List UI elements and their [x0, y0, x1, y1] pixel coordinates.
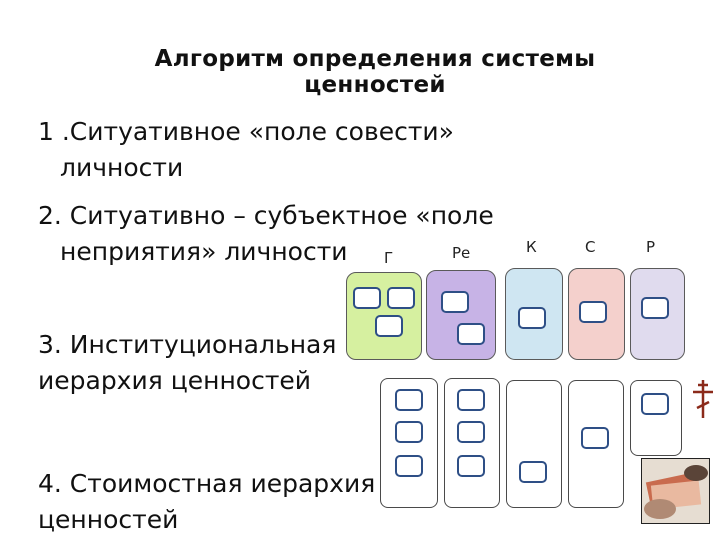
- value-cell: [395, 389, 423, 411]
- column-panel-r: [630, 268, 685, 360]
- list-item-3: 3. Институциональная иерархия ценностей: [38, 327, 336, 399]
- value-cell: [457, 421, 485, 443]
- list-item-1: 1 .Ситуативное «поле совести» личности: [38, 114, 454, 186]
- value-cell: [519, 461, 547, 483]
- hierarchy-panel-2: [444, 378, 500, 508]
- column-label-re: Ре: [452, 244, 471, 262]
- column-panel-re: [426, 270, 496, 360]
- column-panel-s: [568, 268, 625, 360]
- item-number: 1: [38, 117, 54, 146]
- column-panel-k: [505, 268, 563, 360]
- item-text: Стоимостная иерархия: [61, 469, 376, 498]
- item-text-cont: неприятия» личности: [60, 237, 348, 266]
- hierarchy-panel-5: [630, 380, 682, 456]
- hierarchy-panel-1: [380, 378, 438, 508]
- column-label-g: Г: [384, 249, 394, 267]
- value-cell: [641, 297, 669, 319]
- money-photo-illustration: [642, 459, 709, 523]
- page-title: Алгоритм определения системы ценностей: [60, 46, 690, 98]
- item-text: Институциональная: [61, 330, 337, 359]
- value-cell: [579, 301, 607, 323]
- title-line-1: Алгоритм определения системы: [154, 46, 596, 72]
- column-label-r: Р: [646, 238, 656, 256]
- value-cell: [395, 455, 423, 477]
- item-text: .Ситуативное «поле совести»: [53, 117, 454, 146]
- list-item-4: 4. Стоимостная иерархия ценностей: [38, 466, 375, 538]
- orthodox-cross-icon: [693, 380, 713, 418]
- item-number: 2.: [38, 201, 62, 230]
- value-cell: [441, 291, 469, 313]
- value-cell: [395, 421, 423, 443]
- value-cell: [457, 455, 485, 477]
- value-cell: [353, 287, 381, 309]
- value-cell: [581, 427, 609, 449]
- item-text: Ситуативно – субъектное «поле: [61, 201, 494, 230]
- column-label-k: К: [526, 238, 537, 256]
- money-photo: [641, 458, 710, 524]
- value-cell: [457, 323, 485, 345]
- value-cell: [375, 315, 403, 337]
- hierarchy-panel-3: [506, 380, 562, 508]
- item-text-cont: личности: [60, 153, 184, 182]
- hierarchy-panel-4: [568, 380, 624, 508]
- column-label-s: С: [585, 238, 596, 256]
- title-line-2: ценностей: [304, 72, 446, 98]
- item-number: 3.: [38, 330, 62, 359]
- item-text-cont: ценностей: [38, 505, 179, 534]
- value-cell: [518, 307, 546, 329]
- list-item-2: 2. Ситуативно – субъектное «поле неприят…: [38, 198, 494, 270]
- item-number: 4.: [38, 469, 62, 498]
- value-cell: [387, 287, 415, 309]
- value-cell: [457, 389, 485, 411]
- value-cell: [641, 393, 669, 415]
- item-text-cont: иерархия ценностей: [38, 366, 312, 395]
- column-panel-g: [346, 272, 422, 360]
